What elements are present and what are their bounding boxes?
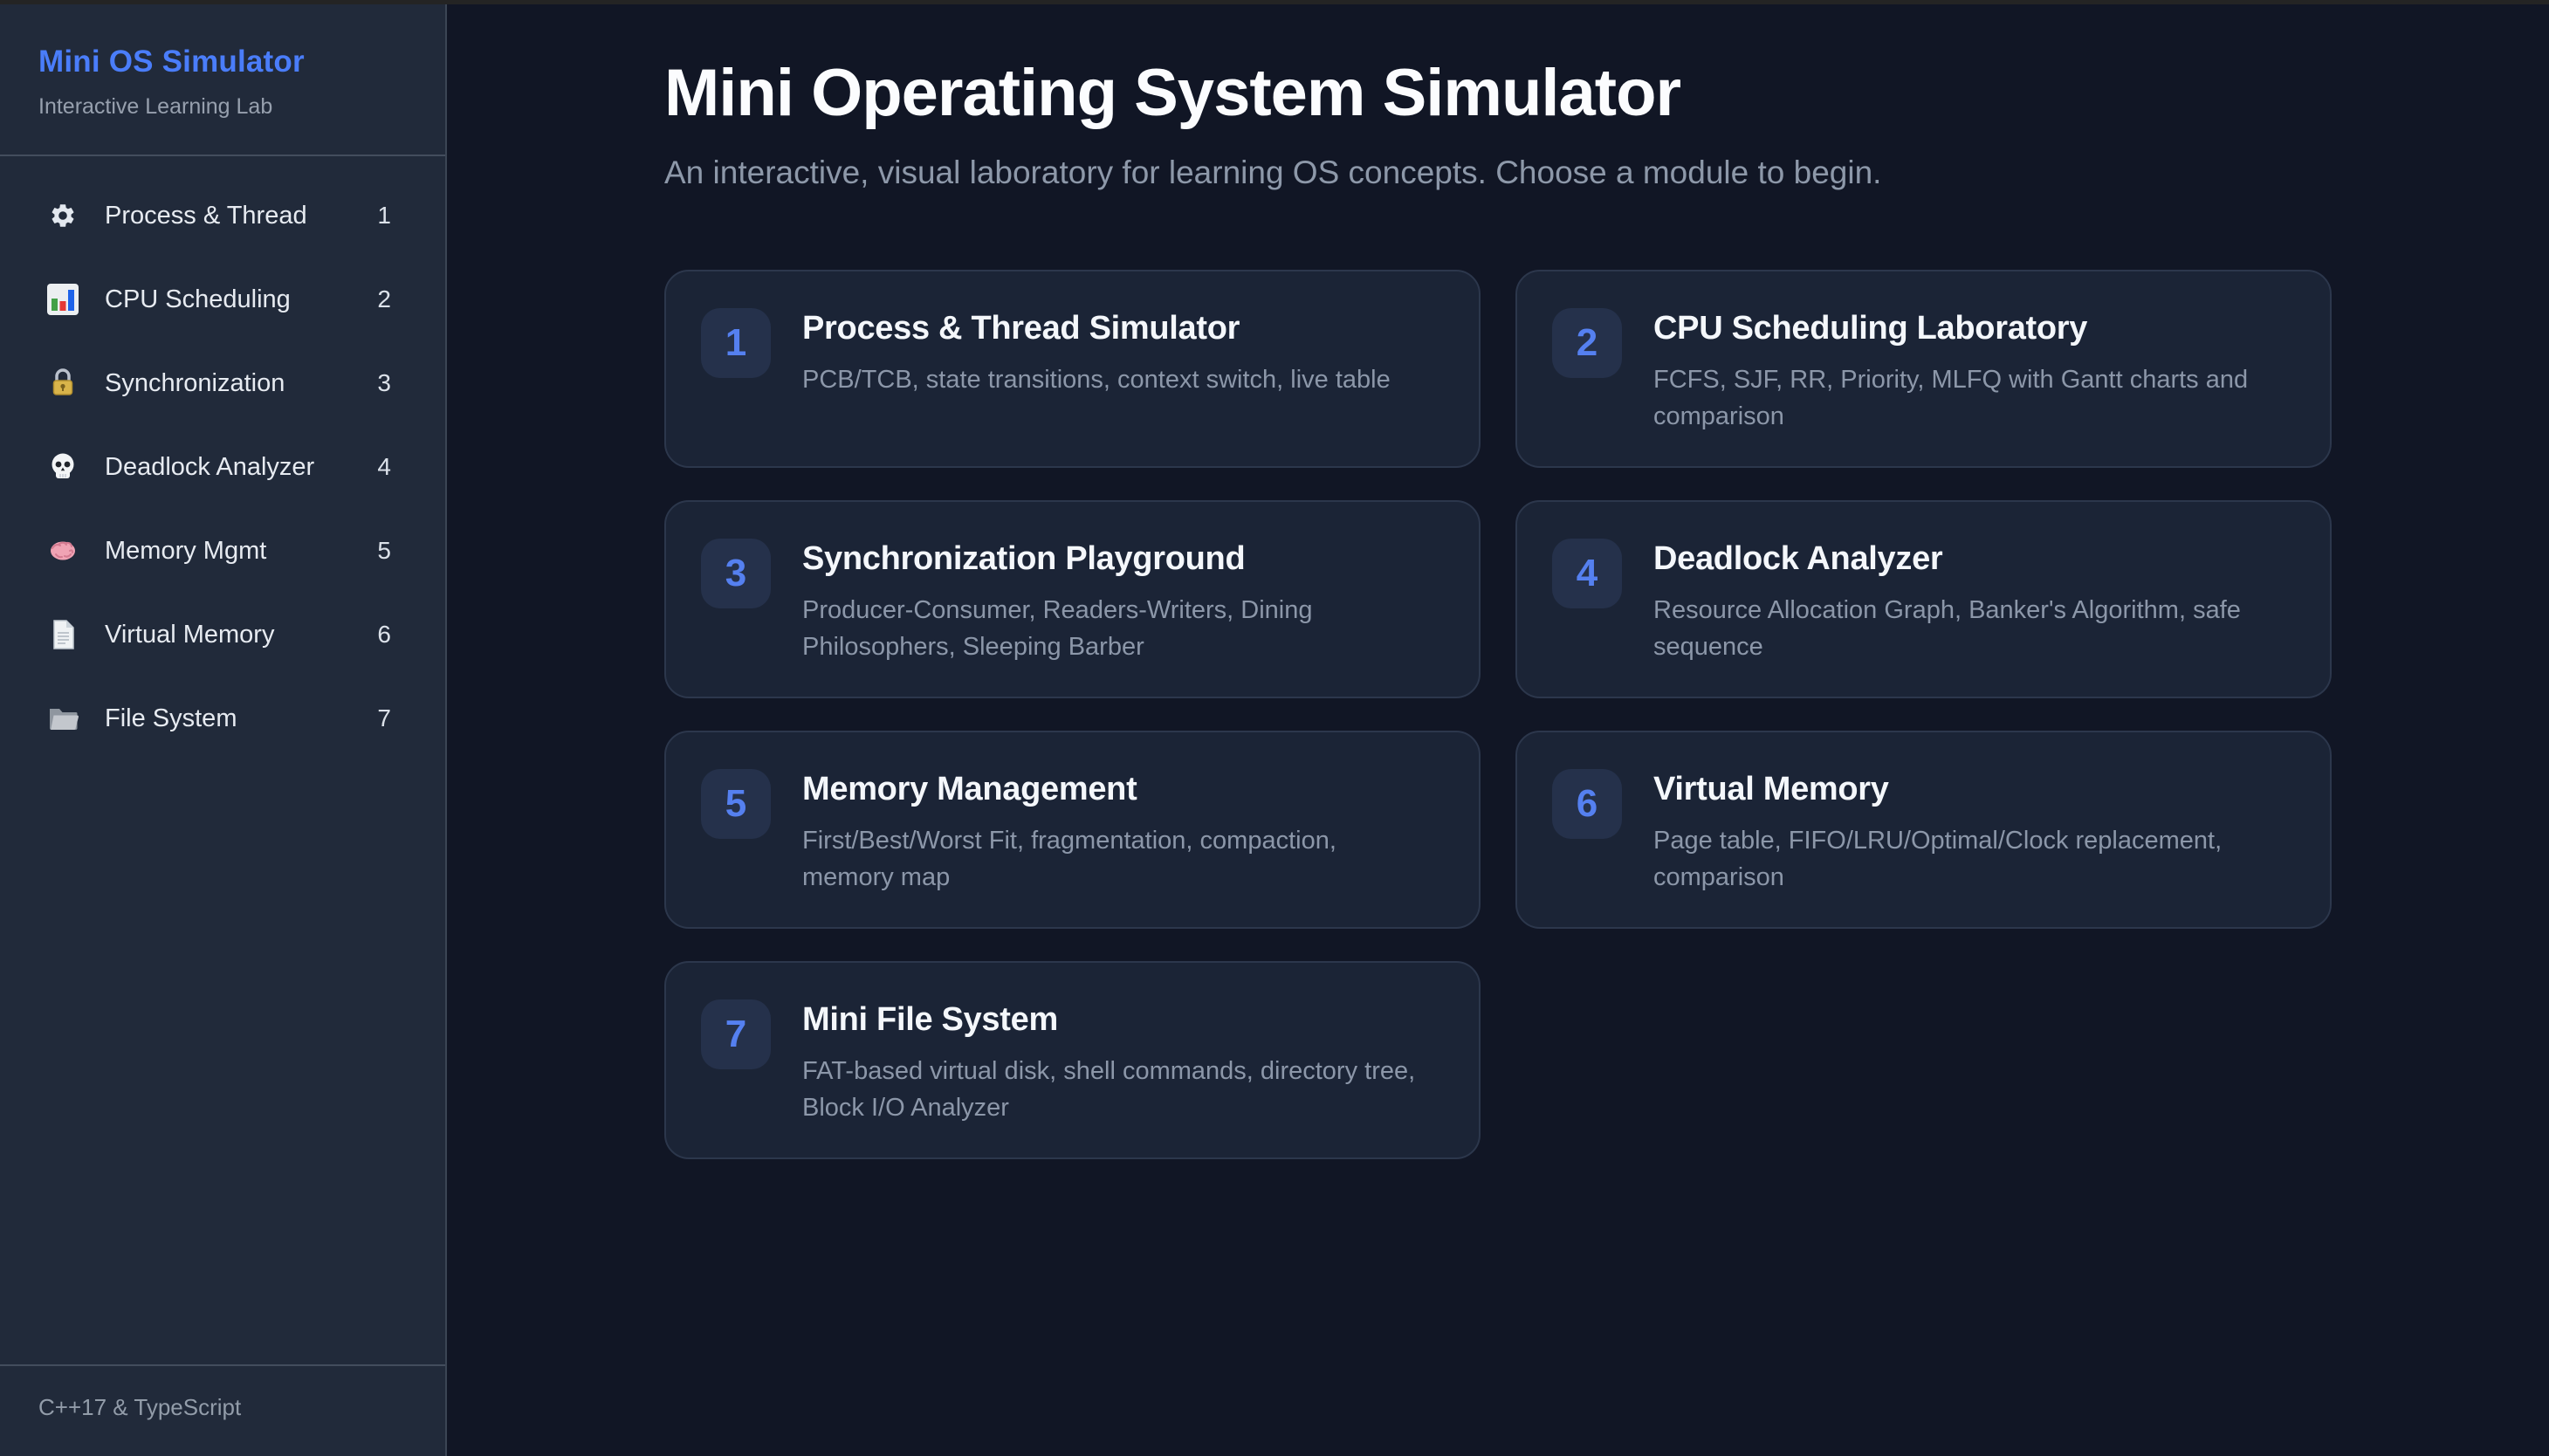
sidebar-item-number: 4 — [377, 453, 391, 480]
card-description: Page table, FIFO/LRU/Optimal/Clock repla… — [1653, 826, 2223, 892]
card-title: Mini File System — [802, 1001, 1058, 1039]
sidebar: Mini OS Simulator Interactive Learning L… — [0, 4, 447, 1456]
page-icon — [44, 615, 82, 654]
sidebar-header: Mini OS Simulator Interactive Learning L… — [0, 4, 445, 156]
card-number-badge: 4 — [1552, 538, 1622, 608]
card-description: FAT-based virtual disk, shell commands, … — [802, 1057, 1416, 1123]
sidebar-item-cpu-scheduling[interactable]: CPU Scheduling 2 — [0, 258, 445, 341]
sidebar-item-label: Memory Mgmt — [105, 536, 267, 565]
sidebar-item-label: CPU Scheduling — [105, 285, 291, 313]
main-area: Mini Operating System Simulator An inter… — [447, 4, 2549, 1456]
sidebar-item-process-thread[interactable]: Process & Thread 1 — [0, 174, 445, 258]
sidebar-item-label: Deadlock Analyzer — [105, 452, 315, 481]
sidebar-item-file-system[interactable]: File System 7 — [0, 676, 445, 760]
sidebar-item-label: Process & Thread — [105, 201, 307, 230]
card-title: Memory Management — [802, 770, 1137, 807]
sidebar-item-virtual-memory[interactable]: Virtual Memory 6 — [0, 593, 445, 676]
sidebar-item-number: 6 — [377, 621, 391, 648]
brand-title: Mini OS Simulator — [38, 45, 305, 79]
brain-icon — [44, 532, 82, 570]
card-number-badge: 1 — [701, 307, 771, 378]
window-top-edge — [0, 0, 2549, 4]
sidebar-item-deadlock-analyzer[interactable]: Deadlock Analyzer 4 — [0, 425, 445, 509]
page-title: Mini Operating System Simulator — [664, 56, 1681, 130]
card-title: Deadlock Analyzer — [1653, 539, 1943, 577]
brand-subtitle: Interactive Learning Lab — [38, 94, 273, 119]
page-subtitle: An interactive, visual laboratory for le… — [664, 155, 1882, 191]
card-title: CPU Scheduling Laboratory — [1653, 309, 2088, 347]
sidebar-item-label: Synchronization — [105, 368, 285, 397]
sidebar-item-label: Virtual Memory — [105, 620, 275, 649]
card-number-badge: 7 — [701, 999, 771, 1070]
card-number-badge: 2 — [1552, 307, 1622, 378]
card-title: Virtual Memory — [1653, 770, 1889, 807]
card-title: Process & Thread Simulator — [802, 309, 1240, 347]
folder-icon — [44, 699, 82, 738]
sidebar-item-label: File System — [105, 704, 237, 732]
lock-icon — [44, 364, 82, 402]
sidebar-item-memory-mgmt[interactable]: Memory Mgmt 5 — [0, 509, 445, 593]
card-number-badge: 6 — [1552, 768, 1622, 839]
card-description: PCB/TCB, state transitions, context swit… — [802, 365, 1391, 394]
sidebar-item-number: 5 — [377, 537, 391, 564]
sidebar-item-synchronization[interactable]: Synchronization 3 — [0, 341, 445, 425]
footer-note: C++17 & TypeScript — [38, 1394, 242, 1420]
card-number-badge: 5 — [701, 768, 771, 839]
card-description: Producer-Consumer, Readers-Writers, Dini… — [802, 595, 1313, 661]
sidebar-item-number: 3 — [377, 369, 391, 396]
sidebar-footer: C++17 & TypeScript — [0, 1364, 445, 1456]
bar-chart-icon — [44, 280, 82, 319]
skull-icon — [44, 448, 82, 486]
card-number-badge: 3 — [701, 538, 771, 608]
sidebar-item-number: 7 — [377, 704, 391, 731]
sidebar-item-number: 1 — [377, 202, 391, 229]
card-description: First/Best/Worst Fit, fragmentation, com… — [802, 826, 1336, 892]
main-content: Mini Operating System Simulator An inter… — [664, 55, 2332, 1160]
card-description: Resource Allocation Graph, Banker's Algo… — [1653, 595, 2241, 661]
card-title: Synchronization Playground — [802, 539, 1246, 577]
sidebar-item-number: 2 — [377, 285, 391, 312]
gear-icon — [44, 196, 82, 235]
card-description: FCFS, SJF, RR, Priority, MLFQ with Gantt… — [1653, 365, 2249, 430]
